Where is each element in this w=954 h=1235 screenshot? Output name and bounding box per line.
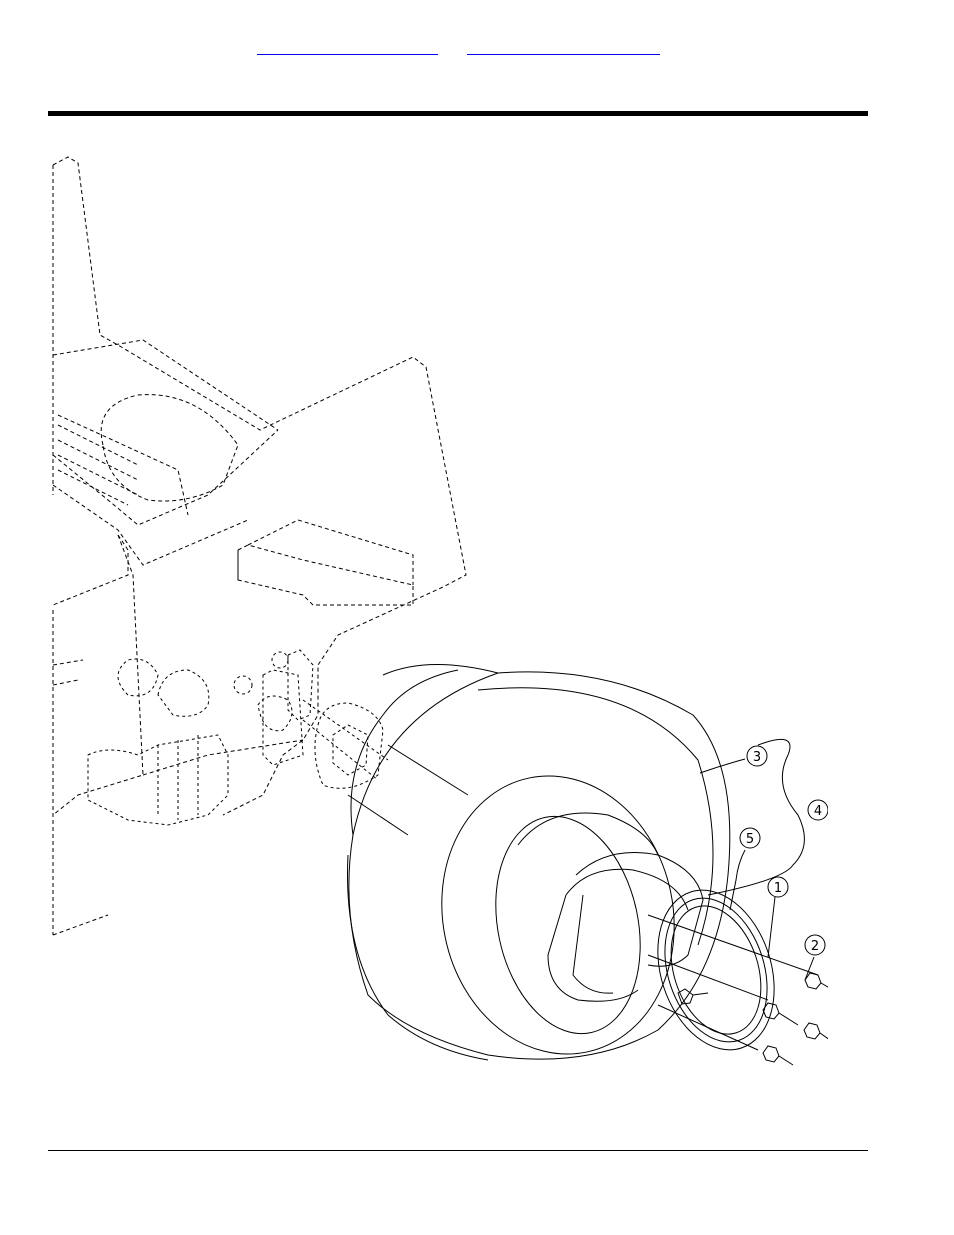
callout-3: 3 — [747, 746, 767, 766]
transaxle — [88, 650, 313, 825]
lug-nuts — [763, 973, 828, 1065]
callout-4: 4 — [808, 800, 828, 820]
callout-label-5: 5 — [746, 832, 754, 847]
callout-2: 2 — [805, 935, 825, 955]
header-link-2[interactable] — [467, 36, 660, 55]
tire — [348, 664, 730, 1067]
header-link-1[interactable] — [257, 36, 438, 55]
callout-1: 1 — [768, 877, 788, 897]
footer-rule — [48, 1150, 868, 1151]
callout-label-4: 4 — [814, 804, 822, 819]
header-rule — [48, 111, 868, 116]
axle-shaft — [348, 745, 468, 835]
chassis-frame — [53, 157, 466, 935]
callout-label-1: 1 — [774, 881, 782, 896]
callout-5: 5 — [740, 828, 760, 848]
parts-diagram: 3 4 5 1 2 — [48, 155, 828, 1067]
axle-hub — [303, 700, 388, 788]
callout-label-2: 2 — [811, 939, 819, 954]
callout-label-3: 3 — [753, 750, 761, 765]
